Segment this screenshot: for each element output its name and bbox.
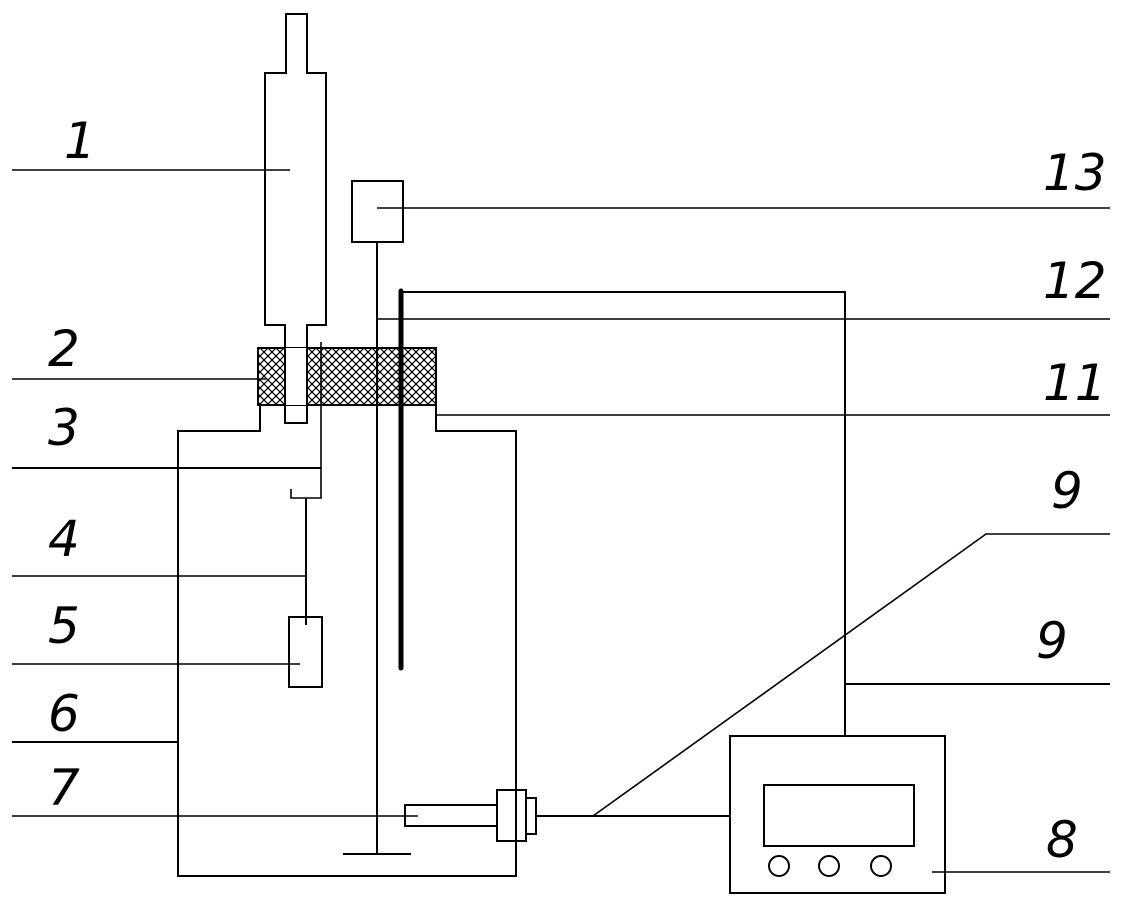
controller-knob bbox=[768, 855, 790, 877]
sample-block bbox=[288, 616, 323, 688]
label-4: 4 bbox=[48, 510, 80, 568]
label-9-upper: 9 bbox=[1051, 462, 1083, 520]
label-12: 12 bbox=[1043, 252, 1107, 310]
label-7: 7 bbox=[48, 759, 80, 817]
controller-knob bbox=[870, 855, 892, 877]
label-2: 2 bbox=[48, 320, 80, 378]
label-9-lower: 9 bbox=[1036, 612, 1068, 670]
label-13: 13 bbox=[1043, 144, 1107, 202]
support-rod-assembly bbox=[343, 180, 411, 855]
label-3: 3 bbox=[48, 399, 80, 457]
vessel bbox=[177, 405, 517, 877]
label-8: 8 bbox=[1046, 811, 1078, 869]
part-labels: 1 2 3 4 5 6 7 13 12 11 9 9 8 bbox=[48, 112, 1107, 869]
controller-knob bbox=[818, 855, 840, 877]
column-tube bbox=[264, 13, 327, 424]
label-6: 6 bbox=[48, 685, 80, 743]
hanger-assembly bbox=[288, 342, 323, 688]
controller-display bbox=[763, 784, 915, 847]
controller-box bbox=[729, 735, 946, 894]
leader-lines bbox=[12, 169, 1110, 873]
wiring bbox=[401, 291, 846, 817]
label-1: 1 bbox=[64, 112, 96, 170]
label-5: 5 bbox=[48, 597, 80, 655]
top-box bbox=[351, 180, 404, 243]
hatched-stopper bbox=[257, 347, 437, 406]
label-11: 11 bbox=[1043, 354, 1107, 412]
